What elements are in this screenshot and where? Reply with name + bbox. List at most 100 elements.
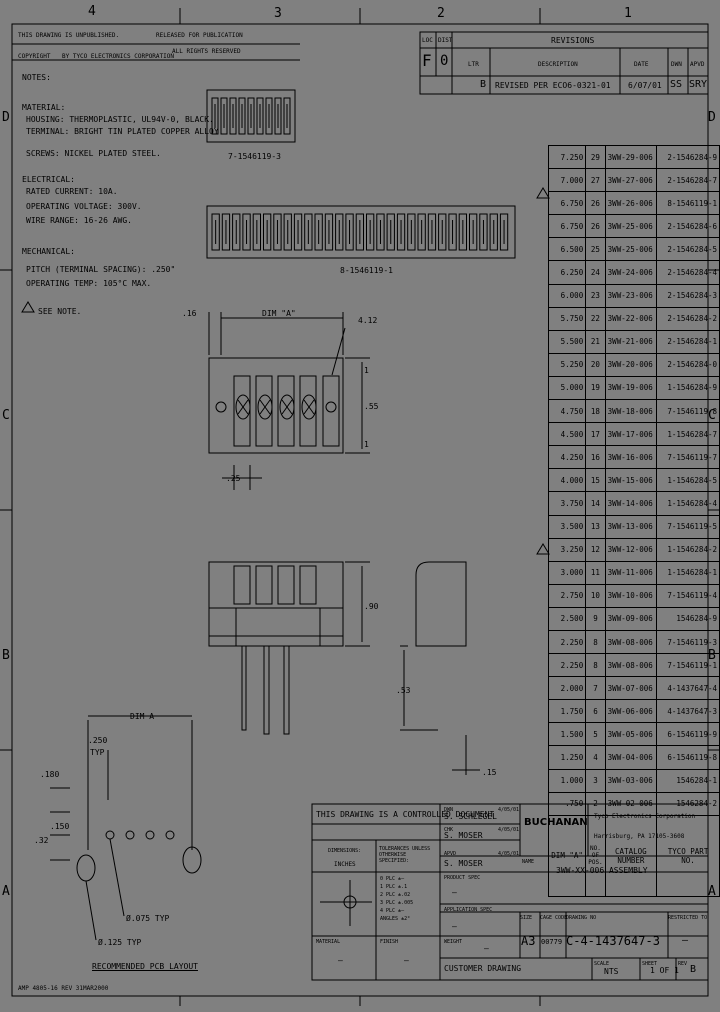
title-product-spec: PRODUCT SPEC (444, 875, 481, 881)
table-cell-dim: 3.750 (547, 491, 587, 516)
table-cell-cat: 3WW-27-006 (604, 168, 658, 193)
notes-mechanical-heading: MECHANICAL: (22, 247, 75, 256)
table-cell-part: 2-1546284-6 (656, 214, 720, 239)
title-dwg-label: DRAWING NO (566, 915, 597, 921)
revisions-dwn: SS (670, 79, 683, 90)
title-chk-date: 4/05/01 (498, 827, 520, 833)
table-header-pos: NO. OF POS. (585, 814, 606, 897)
terminal-cell (314, 213, 323, 251)
revisions-apvd: SRY (689, 79, 708, 90)
title-app-spec: APPLICATION SPEC (444, 907, 493, 913)
revisions-col-date: DATE (634, 61, 649, 68)
table-cell-cat: 3WW-15-006 (604, 468, 658, 493)
table-cell-dim: 5.250 (547, 352, 587, 377)
terminal-cell (335, 213, 344, 251)
table-cell-cat: 3WW-08-006 (604, 653, 658, 678)
table-cell-part: 2-1546284-1 (656, 329, 720, 354)
terminal-cell (242, 213, 251, 251)
title-company: Tyco Electronics Corporation (594, 813, 696, 820)
dim-25: .25 (226, 474, 241, 483)
view-label-large: 8-1546119-1 (340, 266, 393, 275)
terminal-cell (283, 97, 291, 135)
table-cell-pos: 20 (585, 352, 606, 377)
terminal-cell (274, 97, 282, 135)
notes-material-line: TERMINAL: BRIGHT TIN PLATED COPPER ALLOY… (26, 127, 224, 136)
table-cell-cat: 3WW-03-006 (604, 768, 658, 793)
title-city: Harrisburg, PA 17105-3608 (594, 833, 685, 840)
title-tolerances: TOLERANCES UNLESS OTHERWISE SPECIFIED: (379, 846, 431, 864)
table-cell-dim: 2.250 (547, 653, 587, 678)
revisions-date: 6/07/01 (628, 81, 662, 90)
header-released: RELEASED FOR PUBLICATION (156, 32, 243, 39)
terminal-cell (489, 213, 498, 251)
table-cell-cat: 3WW-18-006 (604, 399, 658, 424)
table-cell-dim: 2.750 (547, 583, 587, 608)
table-cell-pos: 21 (585, 329, 606, 354)
table-cell-part: 2-1546284-7 (656, 168, 720, 193)
table-cell-pos: 5 (585, 722, 606, 747)
title-tol-line: 1 PLC ±.1 (380, 884, 408, 890)
table-cell-dim: 1.500 (547, 722, 587, 747)
table-cell-part: 1-1546284-9 (656, 375, 720, 401)
dim-15: .15 (482, 768, 497, 777)
table-cell-cat: 3WW-20-006 (604, 352, 658, 377)
table-cell-cat: 3WW-17-006 (604, 422, 658, 447)
layout-typ: TYP (90, 748, 105, 757)
table-cell-dim: 5.750 (547, 306, 587, 331)
terminal-cell (221, 213, 231, 251)
terminal-cell (252, 213, 261, 251)
layout-dim-a: DIM A (130, 712, 155, 721)
table-cell-dim: 3.250 (547, 537, 587, 562)
table-cell-part: 7-1546119-1 (656, 653, 720, 678)
terminal-cell (247, 97, 255, 135)
revisions-loc: F (422, 51, 432, 70)
title-size: A3 (521, 934, 536, 948)
title-scale: NTS (604, 967, 619, 976)
table-cell-cat: 3WW-19-006 (604, 375, 658, 401)
table-cell-pos: 3 (585, 768, 606, 793)
dim-55: .55 (364, 402, 379, 411)
table-cell-pos: 17 (585, 422, 606, 447)
table-cell-cat: 3WW-16-006 (604, 445, 658, 470)
table-cell-pos: 19 (585, 375, 606, 401)
table-cell-part: 2-1546284-4 (656, 260, 720, 285)
table-cell-dim: 6.500 (547, 237, 587, 262)
layout-hole-small: Ø.075 TYP (126, 914, 170, 923)
table-cell-pos: 7 (585, 676, 606, 701)
terminal-cell (304, 213, 313, 251)
terminal-cell (386, 213, 395, 251)
title-logo: BUCHANAN (524, 817, 588, 828)
terminal-cell (417, 213, 426, 251)
title-scale-label: SCALE (594, 961, 610, 967)
terminal-cell (324, 213, 334, 251)
revisions-col-loc: LOC (422, 37, 433, 44)
table-cell-dim: 4.750 (547, 399, 587, 424)
revisions-col-apvd: APVD (690, 61, 705, 68)
layout-d180: .180 (40, 770, 60, 779)
zone-label-C-left: C (2, 408, 10, 423)
table-cell-cat: 3WW-02-006 (604, 791, 658, 816)
title-tol-line: 0 PLC ±— (380, 876, 405, 882)
table-cell-dim: 4.250 (547, 445, 587, 470)
notes-material-heading: MATERIAL: (22, 103, 66, 112)
table-cell-part: 7-1546119-4 (656, 583, 720, 608)
terminal-cell (499, 213, 509, 251)
table-cell-pos: 6 (585, 699, 606, 724)
dim-16: .16 (182, 309, 197, 318)
title-restricted-label: RESTRICTED TO (668, 915, 708, 921)
notes-electrical-line: WIRE RANGE: 16-26 AWG. (26, 216, 132, 225)
header-company: BY TYCO ELECTRONICS CORPORATION (62, 53, 174, 60)
dim-90: .90 (364, 602, 379, 611)
terminal-cell (232, 213, 241, 251)
table-cell-part: 1-1546284-1 (656, 560, 720, 585)
table-cell-cat: 3WW-26-006 (604, 191, 658, 216)
dim-412: 4.12 (358, 316, 378, 325)
table-cell-part: 7-1546119-3 (656, 629, 720, 655)
table-cell-part: 4-1437647-3 (656, 699, 720, 724)
